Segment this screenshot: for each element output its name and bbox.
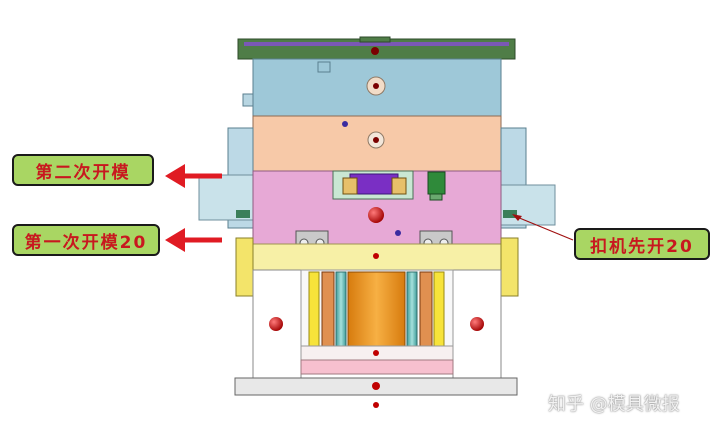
top-clamp-plate bbox=[237, 36, 516, 60]
arrow-second-opening bbox=[165, 164, 222, 188]
cavity-plate bbox=[242, 58, 502, 117]
runner-plate bbox=[252, 115, 502, 172]
bottom-clamp-plate bbox=[234, 377, 518, 408]
ejector-housing bbox=[252, 269, 502, 381]
callout-latch-opening: 扣机先开20 bbox=[574, 228, 710, 260]
callout-first-opening: 第一次开模20 bbox=[12, 224, 160, 256]
leader-latch-opening bbox=[512, 214, 574, 241]
watermark-text: 知乎 @模具微报 bbox=[548, 394, 680, 415]
arrow-first-opening bbox=[165, 228, 222, 252]
support-plate bbox=[235, 237, 519, 297]
right-side-latch bbox=[500, 127, 556, 229]
core-plate bbox=[252, 170, 502, 245]
left-side-latch bbox=[198, 127, 254, 229]
callout-second-opening: 第二次开模 bbox=[12, 154, 154, 186]
